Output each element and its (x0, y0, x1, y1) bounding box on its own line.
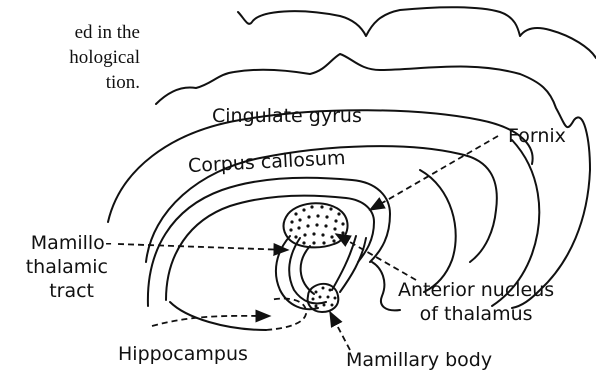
corpus-callosum-inner (166, 196, 374, 300)
fornix-label: Fornix (508, 124, 566, 148)
anterior-nucleus-label-line: of thalamus (398, 302, 554, 326)
hippocampus-leader-arrow (152, 316, 270, 326)
anterior-nucleus-stipple (289, 205, 344, 244)
cingulate-gyrus-label: Cingulate gyrus (212, 104, 362, 128)
hippocampus-label: Hippocampus (118, 342, 248, 366)
inner-curve (420, 170, 456, 292)
anterior-nucleus-label-line: Anterior nucleus (398, 278, 554, 302)
mamillary-body-label: Mamillary body (346, 348, 492, 372)
mamillothalamic-tract-label-line: Mamillo- (10, 231, 112, 255)
mamillary-body-leader-arrow (330, 312, 350, 350)
hippocampus-outline (266, 299, 306, 330)
anterior-nucleus-label: Anterior nucleus of thalamus (398, 278, 554, 326)
mamillothalamic-tract-label-line: thalamic (10, 255, 112, 279)
mamillothalamic-tract-leader-arrow (118, 244, 288, 250)
upper-gyri-outline (238, 7, 596, 58)
mamillothalamic-tract-label: Mamillo- thalamic tract (10, 231, 112, 303)
mamillothalamic-tract-label-line: tract (10, 279, 112, 303)
